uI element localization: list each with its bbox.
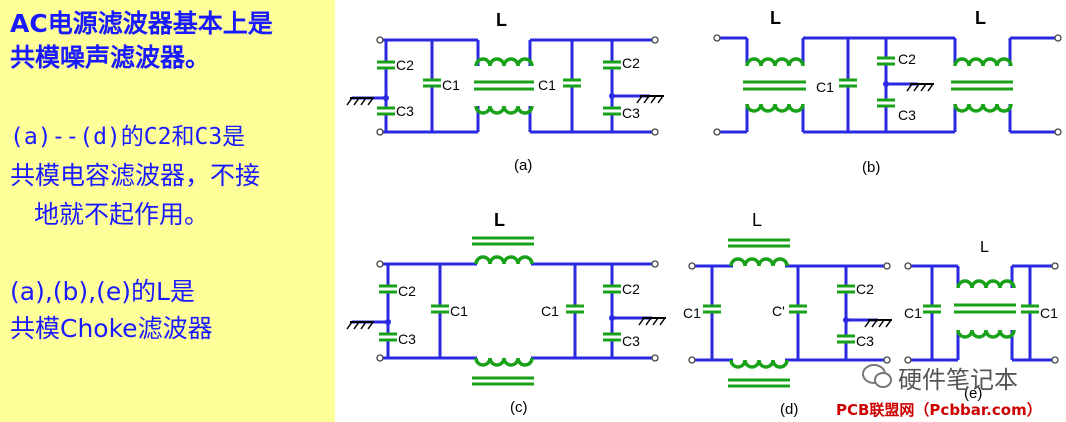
circuit-e-c1-right: C1 bbox=[1040, 305, 1058, 321]
circuit-d-c3: C3 bbox=[856, 333, 874, 349]
circuit-c-c2-left: C2 bbox=[398, 283, 416, 299]
circuit-a-c1-right: C1 bbox=[538, 77, 556, 93]
circuit-d-c2: C2 bbox=[856, 281, 874, 297]
circuit-e-caption: (e) bbox=[964, 385, 982, 402]
heading-line-2: 共模噪声滤波器。 bbox=[10, 43, 211, 72]
circuit-a-c3-right: C3 bbox=[622, 105, 640, 121]
circuit-c-c3-right: C3 bbox=[622, 333, 640, 349]
circuit-a-caption: (a) bbox=[514, 157, 532, 174]
text-panel: AC电源滤波器基本上是 共模噪声滤波器。 (a)--(d)的C2和C3是 共模电… bbox=[0, 0, 335, 422]
circuit-d-inductor-label: L bbox=[752, 210, 762, 230]
circuit-c-inductor-label: L bbox=[494, 210, 505, 230]
circuit-a-c3-left: C3 bbox=[396, 103, 414, 119]
note1-line-1: (a)--(d)的C2和C3是 bbox=[10, 124, 246, 150]
wechat-watermark: 硬件笔记本 bbox=[898, 366, 1018, 394]
circuit-d-caption: (d) bbox=[780, 401, 798, 418]
circuit-b-inductor-left-label: L bbox=[770, 8, 781, 28]
circuit-a-c1-left: C1 bbox=[442, 77, 460, 93]
circuit-b bbox=[717, 36, 1058, 134]
circuit-b-c1: C1 bbox=[816, 79, 834, 95]
circuit-a-c2-right: C2 bbox=[622, 55, 640, 71]
circuit-e-inductor-label: L bbox=[980, 239, 989, 256]
circuit-diagrams: L C2 C3 C1 C1 C2 C3 (a) L L bbox=[346, 8, 1062, 418]
note2-line-1: (a),(b),(e)的L是 bbox=[10, 277, 195, 306]
circuit-a-c2-left: C2 bbox=[396, 57, 414, 73]
wechat-icon bbox=[862, 364, 892, 388]
heading-line-1: AC电源滤波器基本上是 bbox=[10, 9, 273, 38]
circuit-d-c1-mid: C' bbox=[772, 303, 785, 319]
circuit-c-c1-right: C1 bbox=[541, 303, 559, 319]
note2-line-2: 共模Choke滤波器 bbox=[10, 314, 213, 343]
circuit-c-caption: (c) bbox=[510, 399, 528, 416]
circuit-b-c3: C3 bbox=[898, 107, 916, 123]
circuit-e-c1-left: C1 bbox=[904, 305, 922, 321]
circuit-c-c3-left: C3 bbox=[398, 331, 416, 347]
circuit-b-caption: (b) bbox=[862, 159, 880, 176]
circuit-a-inductor-label: L bbox=[496, 10, 507, 30]
note1-line-3: 地就不起作用。 bbox=[34, 200, 210, 229]
circuit-d bbox=[692, 264, 887, 362]
circuit-b-inductor-right-label: L bbox=[975, 8, 986, 28]
circuit-e bbox=[908, 264, 1055, 362]
circuit-c-c2-right: C2 bbox=[622, 281, 640, 297]
note1-line-2: 共模电容滤波器，不接 bbox=[10, 161, 261, 190]
circuit-b-c2: C2 bbox=[898, 51, 916, 67]
site-watermark: PCB联盟网（Pcbbar.com） bbox=[836, 401, 1042, 419]
circuit-c-c1-left: C1 bbox=[450, 303, 468, 319]
circuit-d-c1-left: C1 bbox=[683, 305, 701, 321]
